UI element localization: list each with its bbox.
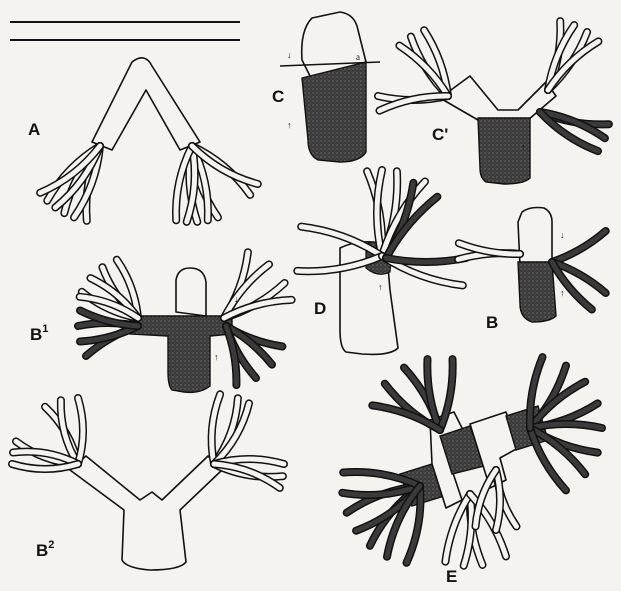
figure-c-prime: ↑ C' <box>378 21 609 184</box>
arrow-c-up: ↑ <box>287 120 292 130</box>
label-b1: B1 <box>30 323 48 344</box>
label-b2: B2 <box>36 539 54 560</box>
label-c-a: a <box>356 52 360 62</box>
arrow-d-up: ↑ <box>378 282 383 292</box>
figure-b-body-dark <box>518 262 556 322</box>
figure-b2-tentacles <box>12 394 284 488</box>
figure-a-body <box>92 58 200 150</box>
figure-a-right-tentacles <box>176 146 258 222</box>
figure-b-body-light <box>518 208 552 267</box>
label-c-prime: C' <box>432 125 448 144</box>
figure-b2-body <box>70 456 222 570</box>
figure-c-body-dark <box>302 62 366 162</box>
figure-c: a ↓ ↑ C <box>272 12 380 162</box>
label-b: B <box>486 313 498 332</box>
arrow-b1-up: ↑ <box>214 352 219 362</box>
label-d: D <box>314 299 326 318</box>
figure-e: E <box>342 357 602 586</box>
arrow-b-up: ↑ <box>560 288 565 298</box>
figure-a: A <box>10 22 258 222</box>
figure-b2: B2 <box>12 394 284 570</box>
label-e: E <box>446 567 457 586</box>
arrow-c-prime-up: ↑ <box>521 142 526 152</box>
label-c: C <box>272 87 284 106</box>
tentacle-fill <box>12 464 78 469</box>
figure-b: ↓ ↑ B <box>458 208 606 333</box>
figure-d: ↑ D <box>297 170 466 354</box>
figure-b1-knob <box>176 268 206 316</box>
arrow-b-down: ↓ <box>560 230 565 240</box>
arrow-b1-down: ↓ <box>234 294 239 304</box>
arrow-c-down: ↓ <box>287 50 292 60</box>
tentacle-fill <box>78 398 83 464</box>
label-a: A <box>28 120 40 139</box>
figure-a-left-tentacles <box>40 146 100 221</box>
figure-b1: ↓ ↑ B1 <box>30 252 292 392</box>
